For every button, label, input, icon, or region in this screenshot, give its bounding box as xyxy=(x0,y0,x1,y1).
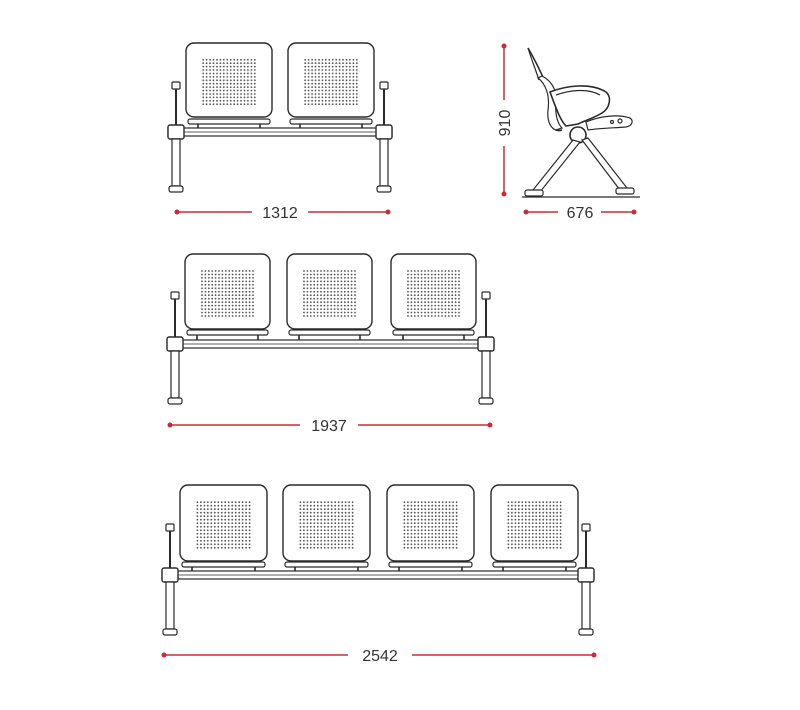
perforation-grid xyxy=(403,501,458,549)
perforation-grid xyxy=(202,58,256,106)
leg-bracket-right xyxy=(375,124,393,140)
side-seat xyxy=(548,85,611,127)
seat xyxy=(490,484,579,571)
perforation-grid xyxy=(303,270,356,317)
leg-bracket-right xyxy=(477,336,495,352)
side-backrest xyxy=(536,75,564,131)
foot-left xyxy=(168,185,184,193)
foot-left xyxy=(162,628,178,636)
side-front-leg xyxy=(531,139,582,193)
seat xyxy=(179,484,268,571)
seat-back-panel xyxy=(282,484,371,562)
leg-bracket-left xyxy=(166,336,184,352)
armrest-cap-left xyxy=(165,523,175,532)
dim-four-seat: 2542 xyxy=(161,648,597,665)
seat-back-panel xyxy=(184,253,271,330)
seat-lip xyxy=(289,118,373,125)
leg-bracket-left xyxy=(161,567,179,583)
armrest-cap-right xyxy=(379,81,389,90)
seat-lip xyxy=(187,118,271,125)
seat-lip xyxy=(388,561,473,568)
dim-three-seat-label: 1937 xyxy=(311,418,347,435)
leg-left xyxy=(171,138,181,187)
dim-side-height: 910 xyxy=(497,43,514,197)
leg-right xyxy=(379,138,389,187)
four-seat-bench xyxy=(161,484,595,636)
dim-three-seat: 1937 xyxy=(167,418,493,435)
perforation-grid xyxy=(507,501,562,549)
seat-back-panel xyxy=(390,253,477,330)
perforation-grid xyxy=(407,270,460,317)
armrest-cap-right xyxy=(481,291,491,300)
seat-lip xyxy=(186,329,269,336)
leg-bracket-right xyxy=(577,567,595,583)
dim-side-height-label: 910 xyxy=(497,110,514,137)
seat xyxy=(386,484,475,571)
foot-left xyxy=(167,397,183,405)
perforation-grid xyxy=(196,501,251,549)
foot-right xyxy=(376,185,392,193)
side-front-foot xyxy=(524,189,544,197)
seat xyxy=(184,253,271,340)
three-seat-bench xyxy=(166,253,495,405)
seat xyxy=(287,42,375,128)
seat xyxy=(286,253,373,340)
perforation-grid xyxy=(201,270,254,317)
leg-left xyxy=(165,581,175,630)
armrest-cap-left xyxy=(170,291,180,300)
dim-four-seat-label: 2542 xyxy=(362,648,398,665)
seat-back-panel xyxy=(287,42,375,118)
seat-lip xyxy=(181,561,266,568)
seat-back-panel xyxy=(490,484,579,562)
seat xyxy=(185,42,273,128)
seat xyxy=(282,484,371,571)
seat-lip xyxy=(288,329,371,336)
armrest-cap-right xyxy=(581,523,591,532)
two-seat-bench xyxy=(167,42,393,193)
leg-bracket-left xyxy=(167,124,185,140)
foot-right xyxy=(478,397,494,405)
dim-two-seat-label: 1312 xyxy=(262,205,298,222)
perforation-grid xyxy=(304,58,358,106)
seat-lip xyxy=(392,329,475,336)
foot-right xyxy=(578,628,594,636)
dim-side-depth: 676 xyxy=(523,205,637,222)
side-rear-foot xyxy=(615,187,635,195)
seat-back-panel xyxy=(185,42,273,118)
seat xyxy=(390,253,477,340)
seat-lip xyxy=(492,561,577,568)
leg-right xyxy=(481,350,491,399)
seat-back-panel xyxy=(179,484,268,562)
dim-side-depth-label: 676 xyxy=(567,205,594,222)
leg-right xyxy=(581,581,591,630)
leg-left xyxy=(170,350,180,399)
seat-lip xyxy=(284,561,369,568)
armrest-cap-left xyxy=(171,81,181,90)
seat-back-panel xyxy=(386,484,475,562)
chair-side-view xyxy=(522,47,640,198)
dim-two-seat: 1312 xyxy=(174,205,391,222)
side-rear-leg xyxy=(581,137,629,191)
seat-back-panel xyxy=(286,253,373,330)
perforation-grid xyxy=(299,501,354,549)
